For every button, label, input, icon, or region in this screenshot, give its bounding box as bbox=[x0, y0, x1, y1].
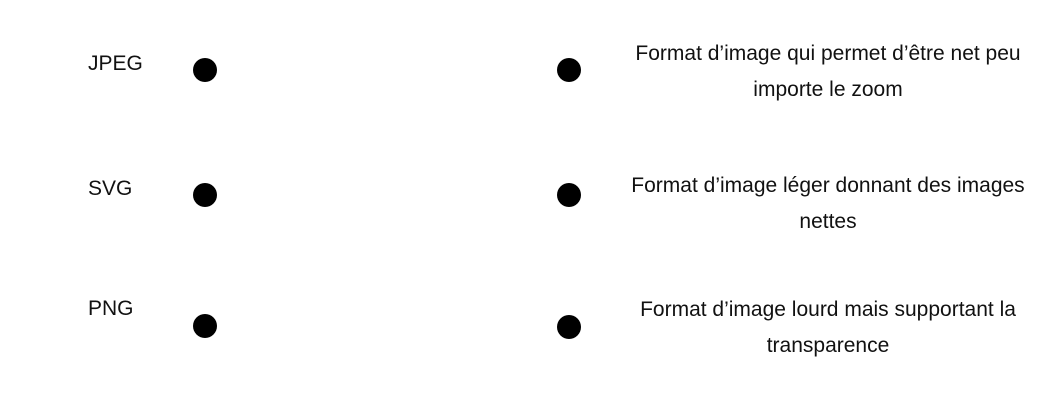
definition-connector-dot-2[interactable] bbox=[557, 183, 581, 207]
term-label-png: PNG bbox=[88, 297, 134, 320]
term-label-jpeg: JPEG bbox=[88, 52, 143, 75]
term-connector-dot-svg[interactable] bbox=[193, 183, 217, 207]
term-label-svg: SVG bbox=[88, 177, 133, 200]
definition-text-2: Format d’image léger donnant des images … bbox=[631, 174, 1025, 233]
definition-text-1: Format d’image qui permet d’être net peu… bbox=[635, 42, 1021, 101]
definition-connector-dot-3[interactable] bbox=[557, 315, 581, 339]
definition-connector-dot-1[interactable] bbox=[557, 58, 581, 82]
term-connector-dot-jpeg[interactable] bbox=[193, 58, 217, 82]
term-connector-dot-png[interactable] bbox=[193, 314, 217, 338]
definition-text-3: Format d’image lourd mais supportant la … bbox=[640, 298, 1016, 357]
